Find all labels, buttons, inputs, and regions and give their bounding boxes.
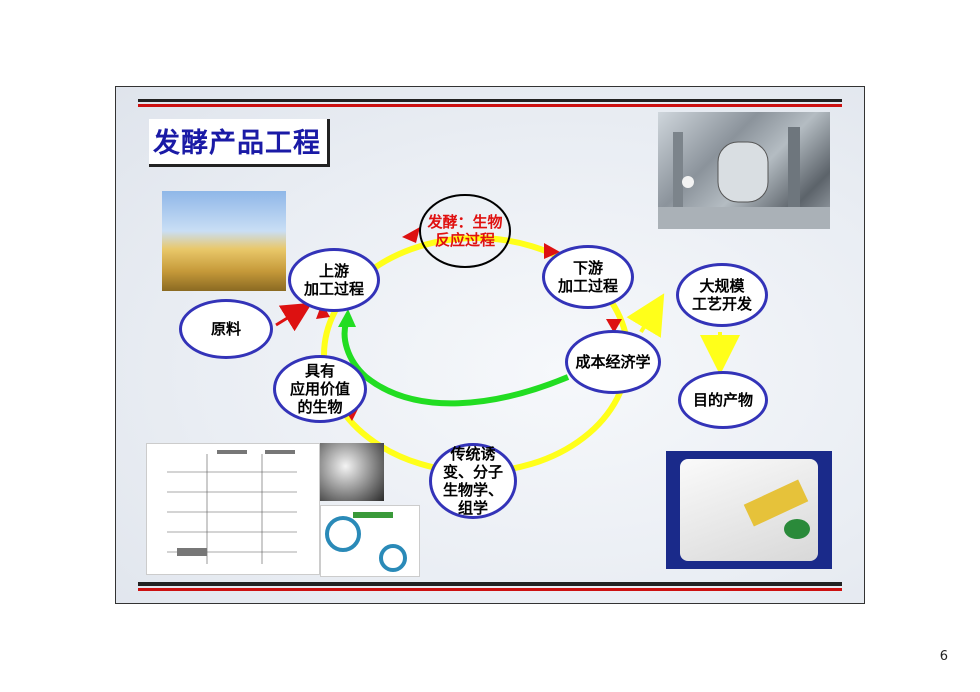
bottom-rule-red [138, 588, 842, 591]
fermentation-line-1: 发酵：生物 [427, 213, 503, 231]
cost-economics-label: 成本经济学 [575, 353, 651, 371]
raw-to-upstream-arrow [275, 302, 313, 332]
target-product-label: 目的产物 [692, 391, 753, 409]
green-feedback-arrowhead [338, 309, 356, 327]
organism-line-1: 具有 [304, 362, 335, 380]
upstream-line-2: 加工过程 [303, 280, 364, 298]
plasmid-sketch [325, 512, 407, 572]
organism-line-3: 的生物 [297, 398, 343, 416]
cycle-arrow-fermentation-to-downstream [544, 243, 560, 259]
upstream-line-1: 上游 [318, 262, 349, 280]
breeding-line-1: 传统诱 [450, 445, 496, 463]
fermentation-line-2: 反应过程 [434, 231, 495, 249]
node-fermentation: 发酵：生物 反应过程 [420, 197, 510, 265]
top-rule-red [138, 104, 842, 107]
product-bag-photo [666, 451, 832, 569]
node-downstream-processing: 下游 加工过程 [542, 245, 634, 309]
fermentation-highlight-ring [419, 194, 511, 268]
breeding-line-4: 组学 [457, 499, 488, 517]
cycle-arrow-downstream-to-economics [606, 319, 622, 333]
node-target-product: 目的产物 [678, 371, 768, 429]
metabolic-pathway-diagram [146, 443, 320, 575]
bacteria-micrograph [320, 443, 384, 501]
node-upstream-processing: 上游 加工过程 [288, 248, 380, 312]
node-valuable-organism: 具有 应用价值 的生物 [273, 355, 367, 423]
node-scale-up: 大规模 工艺开发 [676, 263, 768, 327]
scaleup-line-1: 大规模 [699, 277, 745, 295]
fermentation-plant-photo [658, 112, 830, 229]
raw-material-label: 原料 [210, 320, 241, 338]
downstream-line-2: 加工过程 [557, 277, 618, 295]
breeding-line-3: 生物学、 [442, 481, 503, 499]
title-box: 发酵产品工程 [149, 119, 330, 167]
breeding-line-2: 变、分子 [442, 463, 503, 481]
wheat-field-photo [162, 191, 286, 291]
node-raw-material: 原料 [179, 299, 273, 359]
slide-title: 发酵产品工程 [153, 128, 321, 159]
node-breeding-methods: 传统诱 变、分子 生物学、 组学 [429, 443, 517, 519]
page-number: 6 [939, 649, 948, 664]
cycle-arrow-upstream-to-fermentation [402, 227, 420, 243]
green-feedback-arc [341, 322, 570, 407]
bottom-rule-dark [138, 582, 842, 586]
slide: 发酵产品工程 [115, 86, 865, 604]
plant-equipment-sketch [658, 127, 830, 229]
scaleup-line-2: 工艺开发 [691, 295, 752, 313]
downstream-line-1: 下游 [572, 259, 603, 277]
economics-to-scaleup-arrow [626, 293, 665, 338]
product-bag-badge [784, 519, 810, 539]
organism-line-2: 应用价值 [289, 380, 350, 398]
pathway-sketch [167, 450, 297, 564]
plasmid-diagram [320, 505, 420, 577]
top-rule-dark [138, 99, 842, 102]
node-cost-economics: 成本经济学 [565, 330, 661, 394]
